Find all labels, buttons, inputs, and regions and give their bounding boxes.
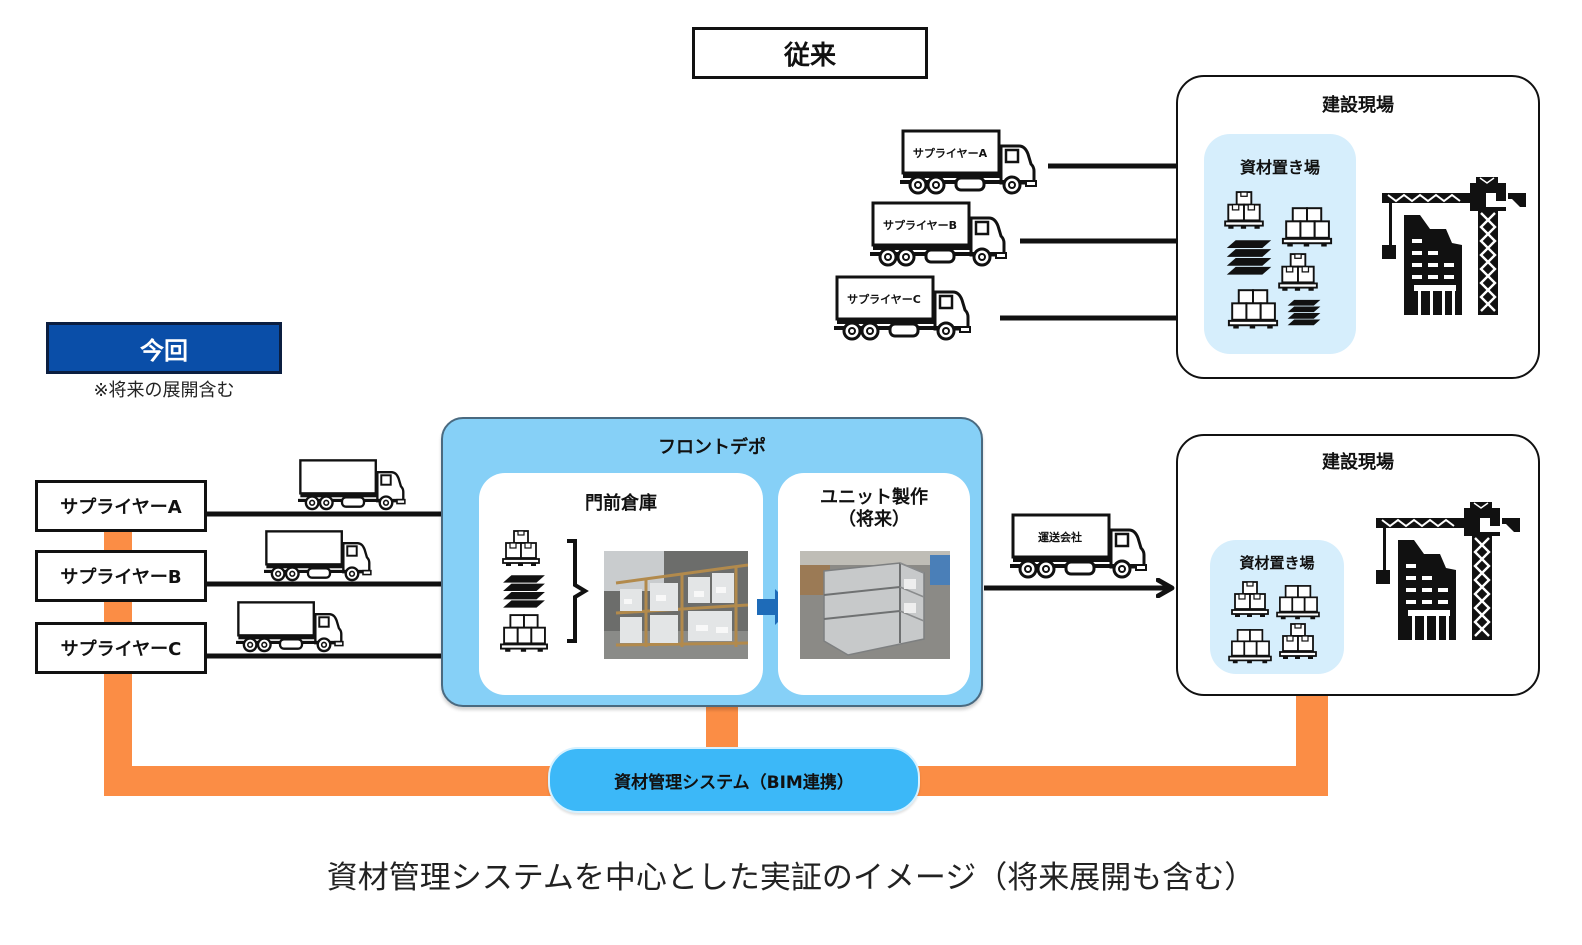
- pallet-boxes-icon: [1278, 622, 1318, 664]
- truck-icon: サプライヤーB: [870, 200, 1010, 270]
- brace-icon: [567, 539, 589, 643]
- supplier-link-horizontal: [104, 766, 554, 796]
- truck-label: サプライヤーC: [847, 292, 921, 306]
- truck-icon: サプライヤーC: [834, 274, 974, 344]
- pallet-boxes-icon: [1228, 628, 1272, 668]
- pallet-boxes-icon: [1276, 584, 1320, 624]
- front-depot: フロントデポ 門前倉庫: [441, 417, 983, 707]
- truck-label: 運送会社: [1038, 530, 1082, 544]
- warehouse-photo: [604, 551, 748, 659]
- yard-title: 資材置き場: [1239, 158, 1320, 177]
- figure-caption: 資材管理システムを中心とした実証のイメージ（将来展開も含む）: [326, 860, 1256, 896]
- current-heading: 今回: [46, 322, 282, 374]
- material-management-system: 資材管理システム（BIM連携）: [548, 747, 920, 813]
- construction-crane-icon: [1374, 502, 1524, 642]
- site-link-vertical: [1296, 694, 1328, 796]
- depot-title: フロントデポ: [658, 437, 766, 458]
- depot-link: [706, 706, 738, 750]
- yard-title: 資材置き場: [1239, 554, 1315, 572]
- site-link-horizontal: [916, 766, 1328, 796]
- construction-site-legacy: 建設現場 資材置き場: [1176, 75, 1540, 379]
- pallet-boxes-icon: [1230, 580, 1270, 622]
- gate-warehouse-panel: 門前倉庫: [479, 473, 763, 695]
- construction-site-current: 建設現場 資材置き場: [1176, 434, 1540, 696]
- unit-title: ユニット製作 （将来）: [778, 487, 970, 531]
- supplier-b-box: サプライヤーB: [35, 550, 207, 602]
- transport-truck-icon: 運送会社: [1010, 512, 1150, 582]
- material-yard: 資材置き場: [1210, 540, 1344, 674]
- truck-label: サプライヤーA: [913, 146, 988, 160]
- truck-icon: サプライヤーA: [900, 128, 1040, 198]
- legacy-heading: 従来: [692, 27, 928, 79]
- supplier-a-box: サプライヤーA: [35, 480, 207, 532]
- warehouse-title: 門前倉庫: [585, 493, 657, 514]
- material-yard: 資材置き場: [1204, 134, 1356, 354]
- unit-photo: [800, 551, 950, 659]
- unit-fabrication-panel: ユニット製作 （将来）: [778, 473, 970, 695]
- site-title: 建設現場: [1322, 452, 1394, 473]
- site-title: 建設現場: [1322, 95, 1394, 116]
- unit-title-line2: （将来）: [838, 509, 910, 530]
- supplier-c-box: サプライヤーC: [35, 622, 207, 674]
- current-note: ※将来の展開含む: [93, 380, 235, 401]
- unit-title-line1: ユニット製作: [820, 487, 928, 508]
- truck-label: サプライヤーB: [883, 218, 957, 232]
